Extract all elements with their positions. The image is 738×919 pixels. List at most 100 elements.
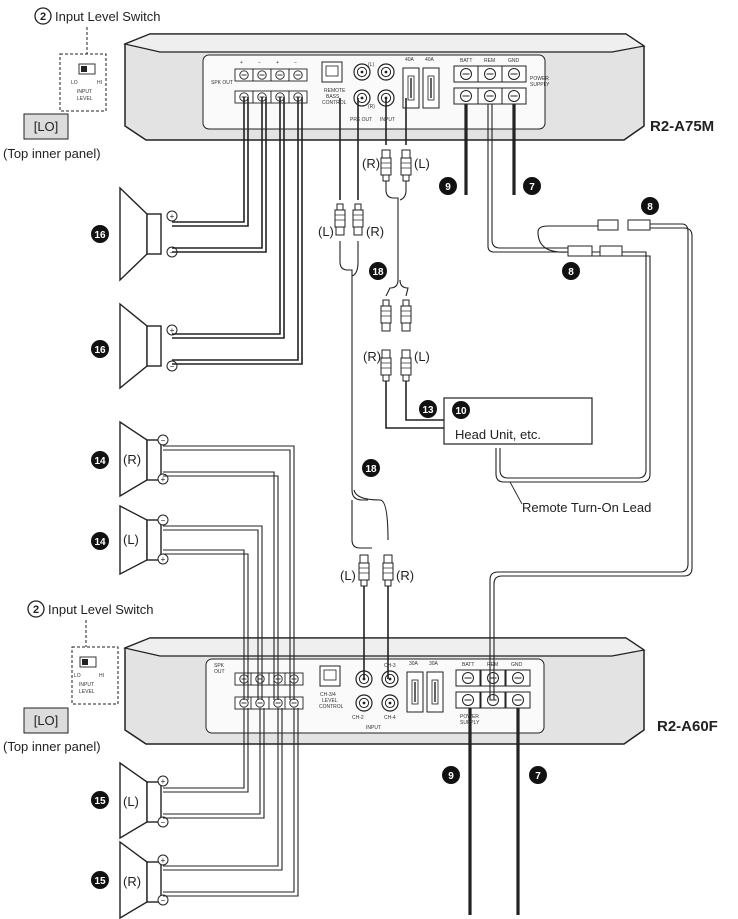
amp-top-fuses: 40A 40A (402, 57, 440, 109)
svg-text:+: + (161, 856, 166, 865)
svg-text:16: 16 (94, 345, 106, 356)
speaker-wires-top (172, 97, 303, 365)
channel-labels: (R) (L) (L) (R) (R) (L) (L) (R) (318, 156, 430, 583)
speaker-15-left: (L) + − (119, 761, 169, 840)
svg-text:(L): (L) (123, 532, 139, 547)
svg-text:Input Level Switch: Input Level Switch (55, 9, 161, 24)
svg-text:Head Unit, etc.: Head Unit, etc. (455, 427, 541, 442)
svg-text:CONTROL: CONTROL (322, 100, 347, 106)
amplifier-top: SPK OUT + − + − REMOTE BASS CONTROL (L) … (122, 33, 646, 141)
svg-text:30A: 30A (409, 661, 419, 667)
svg-text:LEVEL: LEVEL (77, 96, 93, 102)
svg-text:+: + (161, 555, 166, 564)
svg-text:LEVEL: LEVEL (79, 689, 95, 695)
svg-text:(Top inner panel): (Top inner panel) (3, 739, 101, 754)
svg-text:+: + (170, 326, 175, 335)
callout-10: 10 (452, 401, 470, 419)
callout-13: 13 (419, 400, 437, 418)
svg-text:−: − (258, 60, 261, 66)
callout-15a: 15 (91, 791, 109, 809)
amp-bottom-model-label: R2-A60F (657, 718, 718, 735)
svg-text:BATT: BATT (460, 58, 472, 64)
svg-text:REM: REM (484, 58, 495, 64)
svg-text:PRE OUT: PRE OUT (350, 117, 372, 123)
callout-markers: 16 16 14 14 15 15 18 18 13 10 9 7 8 8 9 … (91, 177, 659, 889)
callout-7a: 7 (523, 177, 541, 195)
svg-text:30A: 30A (429, 661, 439, 667)
callout-8b: 8 (562, 262, 580, 280)
svg-text:SPK: SPK (214, 663, 225, 669)
rca-cables (334, 98, 445, 679)
svg-text:14: 14 (94, 537, 106, 548)
svg-text:(L): (L) (414, 349, 430, 364)
svg-text:−: − (161, 516, 166, 525)
svg-text:18: 18 (372, 267, 384, 278)
svg-text:(R): (R) (363, 349, 381, 364)
amp-top-power-terminals: BATT REM GND POWER SUPPLY (453, 58, 550, 105)
amp-top-remote-bass-control: REMOTE BASS CONTROL (321, 61, 347, 106)
svg-text:7: 7 (535, 771, 541, 782)
callout-9a: 9 (439, 177, 457, 195)
svg-text:9: 9 (445, 182, 451, 193)
svg-text:14: 14 (94, 456, 106, 467)
callout-7b: 7 (529, 766, 547, 784)
svg-text:INPUT: INPUT (366, 725, 381, 731)
svg-text:CONTROL: CONTROL (319, 704, 344, 710)
svg-text:8: 8 (568, 267, 574, 278)
callout-8a: 8 (641, 197, 659, 215)
svg-text:[LO]: [LO] (34, 713, 59, 728)
callout-18b: 18 (362, 459, 380, 477)
svg-text:CH-3: CH-3 (384, 663, 396, 669)
amplifier-bottom: SPK OUT CH-3/4 LEVEL CONTROL CH-2 CH-3 C… (122, 637, 646, 745)
amp-bottom-fuses: 30A 30A (406, 661, 444, 713)
svg-text:BASS: BASS (326, 94, 340, 100)
svg-text:SUPPLY: SUPPLY (530, 82, 550, 88)
svg-text:−: − (161, 896, 166, 905)
remote-turn-on-lead-label: Remote Turn-On Lead (522, 500, 651, 515)
callout-9b: 9 (442, 766, 460, 784)
svg-text:+: + (276, 60, 279, 66)
svg-text:+: + (240, 60, 243, 66)
callout-16b: 16 (91, 340, 109, 358)
svg-text:(L): (L) (368, 62, 374, 68)
amp-bottom-rca-jacks: CH-2 CH-3 CH-4 INPUT (352, 663, 399, 731)
svg-text:9: 9 (448, 771, 454, 782)
svg-text:(R): (R) (396, 568, 414, 583)
svg-text:HI: HI (97, 80, 102, 86)
callout-14a: 14 (91, 451, 109, 469)
svg-text:15: 15 (94, 796, 106, 807)
svg-text:13: 13 (422, 405, 434, 416)
svg-text:GND: GND (511, 662, 523, 668)
svg-text:OUT: OUT (214, 669, 225, 675)
power-wires (464, 104, 693, 915)
svg-text:(R): (R) (362, 156, 380, 171)
svg-text:(Top inner panel): (Top inner panel) (3, 146, 101, 161)
svg-text:LO: LO (74, 673, 81, 679)
svg-text:(L): (L) (318, 224, 334, 239)
svg-text:40A: 40A (405, 57, 415, 63)
callout-14b: 14 (91, 532, 109, 550)
speaker-16-upper: + − (119, 186, 178, 282)
svg-text:+: + (161, 475, 166, 484)
amp-top-model-label: R2-A75M (650, 118, 714, 135)
amp-bottom-level-control: CH-3/4 LEVEL CONTROL (319, 665, 344, 710)
svg-text:2: 2 (33, 604, 39, 616)
speaker-wires-bottom (163, 445, 299, 897)
svg-text:40A: 40A (425, 57, 435, 63)
svg-text:BATT: BATT (462, 662, 474, 668)
svg-text:LO: LO (71, 80, 78, 86)
svg-text:−: − (294, 60, 297, 66)
svg-text:CH-3/4: CH-3/4 (320, 692, 336, 698)
svg-text:HI: HI (99, 673, 104, 679)
svg-text:15: 15 (94, 876, 106, 887)
speaker-15-right: (R) + − (119, 840, 169, 919)
svg-text:+: + (170, 212, 175, 221)
speaker-14-right: (R) − + (119, 420, 169, 498)
svg-text:GND: GND (508, 58, 520, 64)
svg-text:−: − (161, 818, 166, 827)
svg-text:+: + (161, 777, 166, 786)
amp-bottom-speaker-terminals: SPK OUT (214, 663, 304, 710)
svg-text:INPUT: INPUT (380, 117, 395, 123)
callout-16a: 16 (91, 225, 109, 243)
